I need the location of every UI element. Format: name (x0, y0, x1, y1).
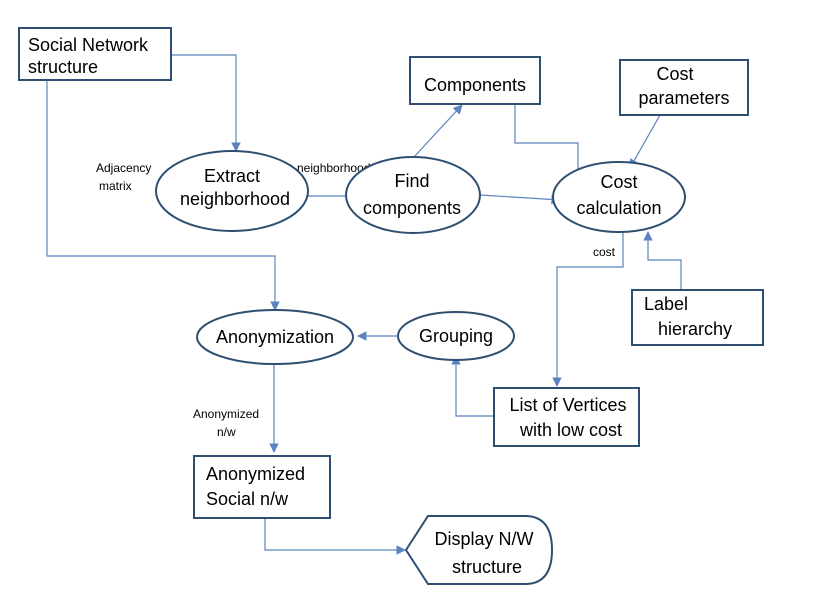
node-components-shape (409, 56, 541, 105)
node-extract-neighborhood-line2: neighborhood (180, 189, 290, 209)
node-components-line1: Components (424, 75, 526, 95)
edge-label-adjacency-line2: matrix (99, 179, 132, 193)
node-social-network-line2: structure (28, 57, 98, 77)
node-cost-parameters-line2: parameters (638, 88, 729, 108)
node-anonymized-social-shape (193, 455, 331, 519)
edges (46, 54, 682, 555)
node-display-line2: structure (452, 557, 522, 577)
node-anonymized-social-line1: Anonymized (206, 464, 305, 484)
node-find-components: Find components (345, 156, 481, 234)
node-list-vertices-line1: List of Vertices (509, 395, 626, 415)
node-label-hierarchy-line1: Label (644, 294, 688, 314)
node-display-line1: Display N/W (434, 529, 533, 549)
node-list-vertices-line2: with low cost (519, 420, 622, 440)
edge-label-neighborhoods: neighborhoods (297, 161, 376, 175)
node-anonymization-shape (196, 309, 354, 365)
edge-label-anonymized-line1: Anonymized (193, 407, 259, 421)
edge-list-to-grouping (451, 355, 494, 417)
edge-anonymized-to-display (264, 518, 406, 555)
node-grouping-line1: Grouping (419, 326, 493, 346)
node-anonymized-social-line2: Social n/w (206, 489, 289, 509)
node-find-components-line2: components (363, 198, 461, 218)
node-grouping-shape (397, 311, 515, 361)
edge-label-adjacency-line1: Adjacency (96, 161, 151, 175)
node-grouping: Grouping (397, 311, 515, 361)
edge-label-to-cost (643, 231, 682, 290)
edge-label-anonymized-line2: n/w (217, 425, 236, 439)
node-label-hierarchy-line2: hierarchy (658, 319, 732, 339)
node-cost-calculation-line1: Cost (600, 172, 637, 192)
node-anonymization: Anonymization (196, 309, 354, 365)
node-label-hierarchy-shape (631, 289, 764, 346)
node-find-components-line1: Find (394, 171, 429, 191)
node-list-vertices-shape (493, 387, 640, 447)
node-components: Components (409, 56, 541, 105)
node-anonymization-line1: Anonymization (216, 327, 334, 347)
node-cost-calculation-shape (552, 161, 686, 233)
edge-label-cost: cost (593, 245, 616, 259)
edge-components-to-cost (514, 104, 583, 181)
node-display-shape (404, 515, 554, 585)
node-cost-parameters-shape (619, 59, 749, 116)
node-social-network: Social Network structure (18, 27, 172, 81)
edge-social-to-anonymization (46, 80, 280, 311)
edge-cost-to-list (552, 232, 624, 387)
edge-find-to-cost (479, 194, 561, 205)
node-list-vertices: List of Vertices with low cost (493, 387, 640, 447)
node-social-network-shape (18, 27, 172, 81)
edge-social-to-extract (172, 54, 241, 152)
edge-find-to-components (413, 104, 463, 158)
node-display: Display N/W structure (404, 515, 554, 585)
edge-labels: Adjacency matrix neighborhoods cost Anon… (96, 161, 616, 439)
node-cost-calculation: Cost calculation (552, 161, 686, 233)
node-cost-parameters: Cost parameters (619, 59, 749, 116)
node-label-hierarchy: Label hierarchy (631, 289, 764, 346)
edge-costparams-to-cost (629, 114, 661, 169)
node-extract-neighborhood-line1: Extract (204, 166, 260, 186)
node-anonymized-social: Anonymized Social n/w (193, 455, 331, 519)
node-extract-neighborhood-shape (155, 150, 309, 232)
node-cost-calculation-line2: calculation (576, 198, 661, 218)
node-find-components-shape (345, 156, 481, 234)
node-social-network-line1: Social Network (28, 35, 149, 55)
node-cost-parameters-line1: Cost (656, 64, 693, 84)
node-extract-neighborhood: Extract neighborhood (155, 150, 309, 232)
